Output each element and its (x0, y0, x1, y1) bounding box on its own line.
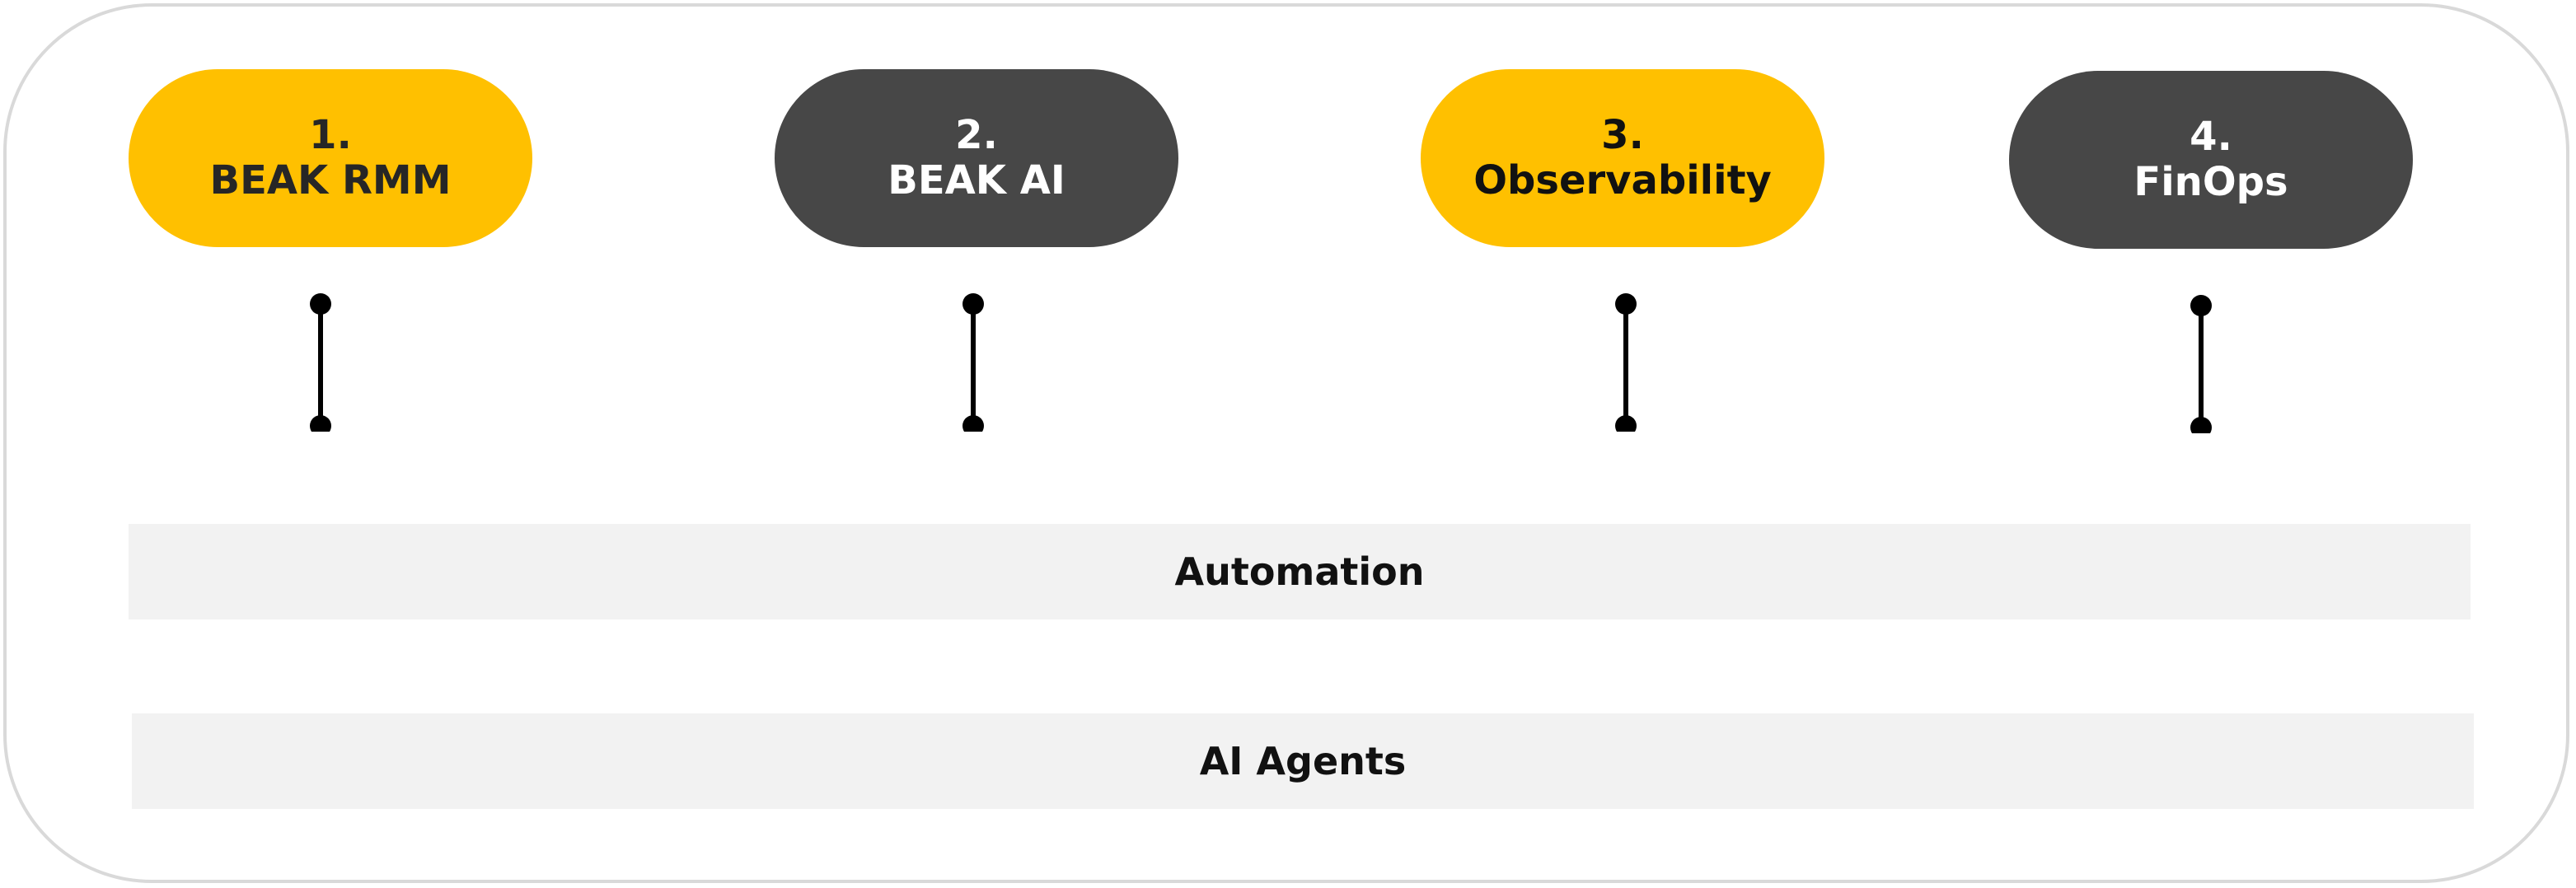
pillar-number: 3. (1601, 111, 1644, 158)
pillar-observability: 3. Observability (1421, 69, 1824, 247)
pillar-label: BEAK AI (888, 157, 1066, 203)
connector-observability (1614, 292, 1638, 432)
layer-automation: Automation (129, 524, 2471, 619)
connector-rmm (308, 292, 333, 432)
pillar-number: 4. (2190, 113, 2232, 160)
pillar-finops: 4. FinOps (2009, 71, 2413, 249)
connector-finops (2189, 293, 2213, 433)
pillar-label: FinOps (2133, 159, 2288, 205)
pillar-label: Observability (1473, 157, 1772, 203)
connector-ai (961, 292, 986, 432)
layer-ai-agents: AI Agents (132, 713, 2474, 809)
pillar-number: 1. (309, 111, 352, 158)
pillar-beak-ai: 2. BEAK AI (775, 69, 1178, 247)
layer-ai-agents-label: AI Agents (1199, 739, 1407, 783)
pillar-beak-rmm: 1. BEAK RMM (129, 69, 532, 247)
pillar-label: BEAK RMM (209, 157, 452, 203)
pillar-number: 2. (955, 111, 998, 158)
layer-automation-label: Automation (1174, 549, 1425, 594)
